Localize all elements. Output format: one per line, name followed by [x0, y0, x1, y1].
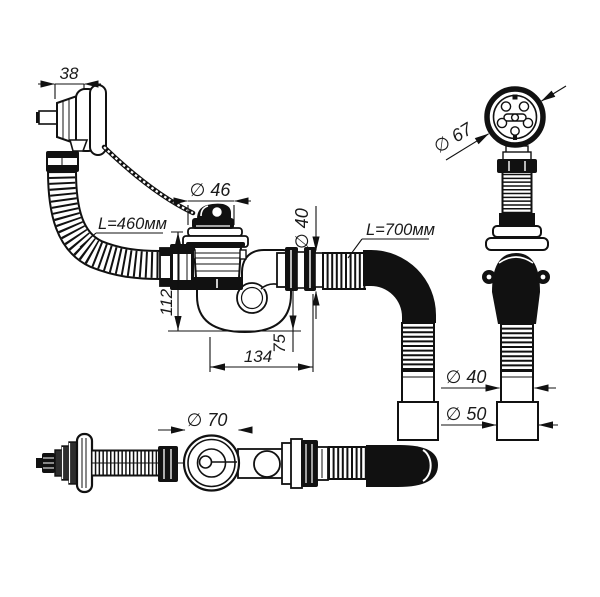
dimension-label-d46: ∅ 46 — [190, 180, 232, 200]
dimension-label-d50-right: ∅ 50 — [446, 404, 487, 424]
disc-flange — [75, 432, 94, 494]
rubber-bulb — [492, 253, 540, 324]
dimension-label-75: 75 — [270, 334, 289, 353]
drain-cup — [192, 246, 243, 279]
overflow-hose-460 — [47, 170, 161, 280]
dimension-d46: ∅ 46 — [170, 180, 251, 225]
label-hose-460: L=460мм — [79, 215, 167, 248]
adapter-50-right — [496, 401, 539, 441]
dimension-d40-right: ∅ 40 — [441, 367, 556, 392]
body-nut-front — [158, 446, 178, 482]
outlet-hose-700 — [322, 250, 439, 441]
adapter-40 — [401, 370, 435, 403]
dimension-38: 38 — [38, 64, 101, 99]
flange-upper-plate — [187, 227, 243, 237]
vertical-drain-assembly — [482, 86, 550, 441]
dimension-75: 75 — [270, 253, 297, 353]
dimension-label-d70: ∅ 70 — [187, 410, 228, 430]
dimension-label-d40-mid: ∅ 40 — [292, 208, 312, 249]
overflow-face — [182, 434, 241, 492]
label-700: L=700мм — [366, 221, 435, 239]
strainer-grate — [484, 86, 546, 148]
dimension-d40-mid: ∅ 40 — [292, 206, 320, 319]
overflow-neck — [68, 139, 89, 152]
dimension-112: 112 — [157, 231, 301, 332]
drain-flange-upper — [492, 225, 542, 238]
overflow-elbow-side-view — [36, 84, 107, 172]
chain-icon — [101, 144, 196, 216]
dimension-label-d67: ∅ 67 — [430, 118, 476, 157]
plug-chain — [101, 144, 196, 216]
plug-knob — [210, 205, 224, 219]
overflow-cap-front — [89, 84, 107, 156]
dimension-134: 134 — [209, 294, 314, 372]
pipe-ball-joint — [253, 450, 281, 478]
adapter-50 — [397, 401, 439, 441]
dimension-label-112: 112 — [157, 288, 176, 316]
strainer-nut — [497, 159, 537, 173]
outlet-washer — [276, 252, 287, 288]
black-hose-front — [366, 445, 438, 487]
dimension-d70: ∅ 70 — [158, 410, 253, 434]
plug-brim — [192, 218, 234, 229]
drain-flange-lower — [485, 237, 549, 251]
dimension-label-d40-right: ∅ 40 — [446, 367, 487, 387]
adapter-40-right — [500, 370, 534, 403]
overflow-elbow-front-view — [36, 432, 438, 494]
overflow-side-pipe — [38, 110, 59, 125]
dimension-label-38: 38 — [60, 64, 79, 83]
dimension-d50-right: ∅ 50 — [441, 404, 558, 429]
outlet-adapter-middle — [397, 370, 439, 441]
label-460: L=460мм — [98, 215, 167, 233]
label-hose-700: L=700мм — [347, 221, 435, 259]
hose-elbow — [363, 250, 436, 323]
overflow-body-cone — [56, 94, 78, 146]
dimension-label-134: 134 — [244, 347, 272, 366]
